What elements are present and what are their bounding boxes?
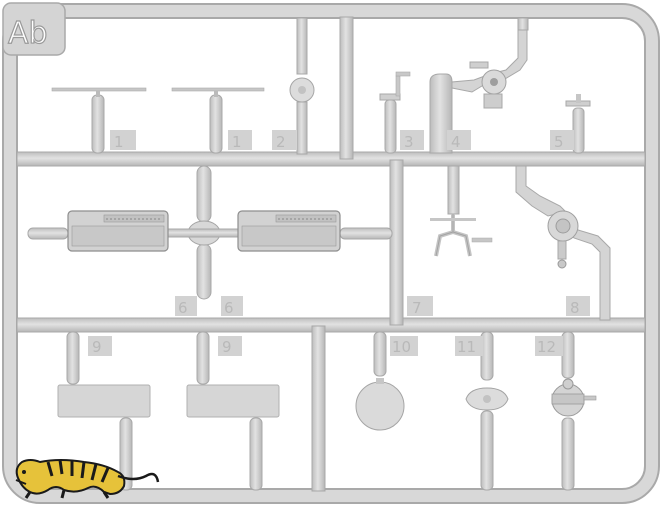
label-part-9-right: 9 [222, 338, 232, 356]
part-11 [465, 331, 509, 491]
part-12 [551, 331, 597, 491]
label-part-4: 4 [451, 133, 461, 151]
label-part-1-left: 1 [114, 133, 124, 151]
part-10 [355, 331, 405, 431]
part-6-housing-right [237, 210, 341, 252]
label-part-6-left: 6 [178, 299, 188, 317]
part-2 [289, 17, 315, 155]
label-part-12: 12 [537, 338, 556, 356]
sprue-frame [2, 3, 660, 504]
label-part-6-right: 6 [224, 299, 234, 317]
part-9-left [57, 331, 151, 491]
label-part-5: 5 [554, 133, 564, 151]
label-part-11: 11 [457, 338, 476, 356]
part-4 [429, 17, 529, 154]
part-8 [515, 165, 611, 321]
part-6-housing-left [67, 210, 169, 252]
part-3 [379, 71, 411, 154]
label-part-3: 3 [404, 133, 414, 151]
vertical-runners [311, 16, 404, 492]
part-number-labels: 1 1 2 3 4 5 6 6 7 8 9 9 10 11 12 [88, 130, 590, 356]
label-part-2: 2 [276, 133, 286, 151]
part-6-central-gate [27, 165, 393, 300]
part-7 [430, 165, 493, 257]
horizontal-runners [16, 151, 646, 333]
label-part-8: 8 [570, 299, 580, 317]
part-1-right [171, 87, 265, 154]
label-part-9-left: 9 [92, 338, 102, 356]
label-part-1-right: 1 [232, 133, 242, 151]
label-part-10: 10 [392, 338, 411, 356]
tiger-logo-icon [15, 459, 160, 499]
label-part-7: 7 [412, 299, 422, 317]
part-9-right [186, 331, 280, 491]
part-5 [565, 94, 591, 154]
part-1-left [51, 87, 147, 154]
sprue-tab: Ab [2, 2, 66, 56]
sprue-tab-label: Ab [8, 16, 48, 51]
